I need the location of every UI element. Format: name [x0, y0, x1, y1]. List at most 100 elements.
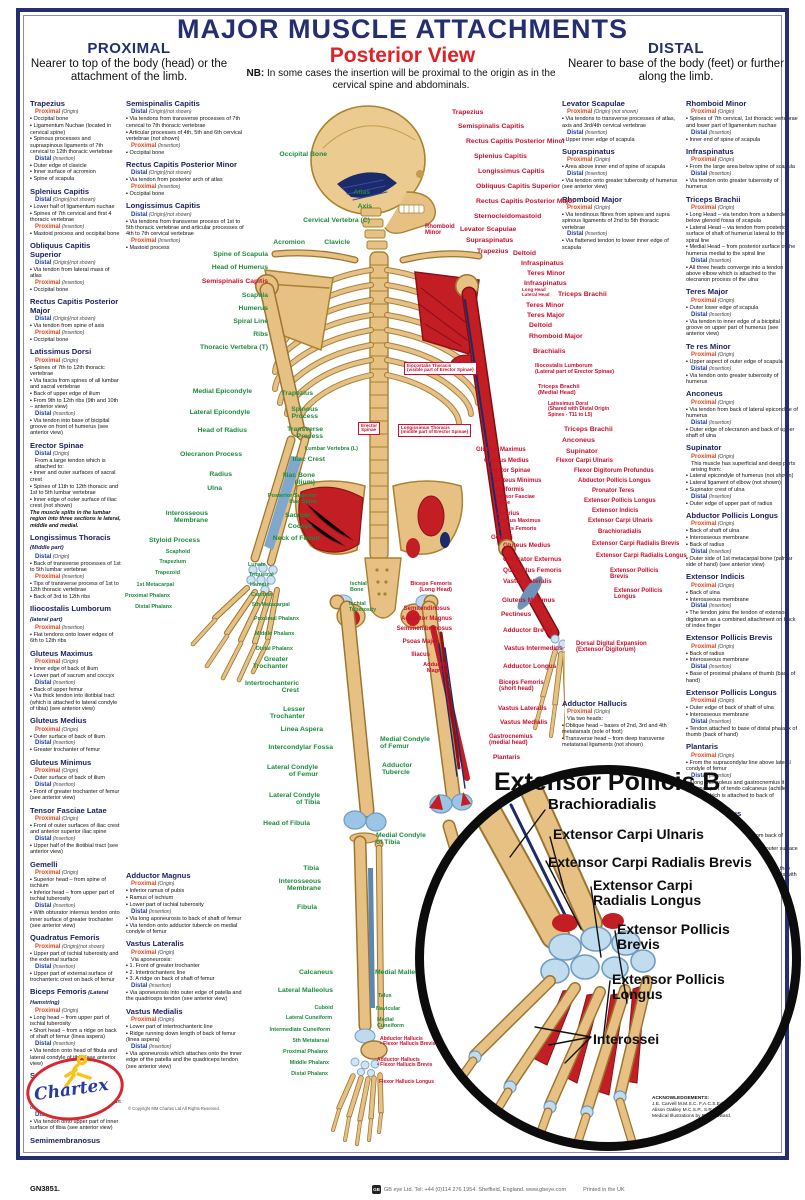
attachment-subnote: (Insertion): [51, 781, 76, 788]
distal-word: Distal: [35, 963, 52, 970]
diagram-label: Cervical Vertebra (C): [303, 217, 370, 224]
attachment-heading: Proximal (Origin): [691, 698, 798, 705]
attachment-subnote: (Insertion): [707, 171, 732, 177]
diagram-label: Greater Trochanter: [252, 656, 288, 671]
distal-word: Distal: [691, 772, 708, 779]
attachment-item: ▪ Outer edge of back of shaft of ulna: [686, 705, 774, 712]
brand-logo: Chartex © Copyright MM Chartex Ltd All R…: [22, 1051, 220, 1127]
proximal-word: Proximal: [691, 521, 717, 528]
acknowledgements: ACKNOWLEDGEMENTS:J.E. Carvell M.M.S.C. F…: [652, 1096, 792, 1120]
diagram-label: Occipital Bone: [279, 151, 327, 158]
muscle-name: Vastus Medialis: [126, 1006, 183, 1016]
attachment-subnote: (Insertion): [583, 231, 608, 238]
attachment-item: ▪ Inner surface of acromion: [30, 169, 96, 176]
muscle-name: Gluteus Maximus: [30, 648, 93, 658]
diagram-label: Ischial Tuberosity: [349, 601, 377, 613]
diagram-label: Lateral Epicondyle: [189, 409, 250, 416]
diagram-label: Cuboid: [314, 1005, 333, 1011]
diagram-label: Lateral Condyle of Tibia: [269, 792, 320, 807]
distal-word: Distal: [35, 196, 52, 203]
attachment-heading: Distal (Insertion): [691, 494, 798, 501]
attachment-item: ▪ Occipital bone: [30, 287, 69, 294]
attachment-item: ▪ Via tendon onto upper part of inner su…: [30, 1119, 119, 1132]
muscle-name: Levator Scapulae: [562, 100, 625, 108]
diagram-label: Biceps Femoris (Long Head): [410, 581, 452, 594]
diagram-label: Rectus Femoris: [496, 526, 537, 532]
attachment-heading: Proximal (Origin): [691, 157, 798, 164]
attachment-heading: Proximal (Origin): [35, 358, 122, 365]
attachment-subnote: (Origin)(not shown): [51, 196, 96, 203]
diagram-label: Lateral Cuneiform: [285, 1015, 332, 1021]
attachment-item: ▪ Via fascia from spines of all lumbar a…: [30, 377, 119, 391]
proximal-word: Proximal: [131, 238, 157, 245]
attachment-subnote: (Insertion): [707, 603, 732, 610]
diagram-label: Hamate: [250, 582, 270, 588]
attachment-heading: Proximal (Insertion): [35, 224, 122, 231]
proximal-word: Proximal: [35, 624, 61, 631]
distal-word: Distal: [35, 836, 52, 843]
attachment-subnote: (Insertion): [707, 129, 732, 136]
publisher-logo: GB: [372, 1185, 381, 1194]
proximal-word: Proximal: [567, 157, 593, 164]
distal-word: Distal: [131, 908, 148, 915]
attachment-heading: Distal (Insertion): [35, 411, 122, 418]
diagram-label: Longissimus Capitis: [478, 168, 545, 175]
attachment-item: ▪ Back of transverse processes of 1st to…: [30, 560, 121, 573]
proximal-word: Proximal: [691, 582, 717, 589]
diagram-label: Medial Epicondyle: [192, 388, 252, 395]
attachment-heading: Proximal (Origin): [691, 753, 798, 760]
attachment-item: ▪ Via tendon onto adductor tubercle on m…: [126, 922, 238, 935]
diagram-label: Spinous Process: [291, 406, 318, 421]
attachment-heading: Distal (Insertion): [35, 964, 122, 971]
attachment-item: ▪ Long head – from upper part of ischial…: [30, 1015, 110, 1028]
attachment-item: ▪ The tendon joins the tendon of extenso…: [686, 610, 796, 629]
attachment-subnote: (Insertion): [707, 664, 732, 671]
proximal-word: Proximal: [691, 351, 717, 358]
attachment-heading: Distal (Insertion): [35, 782, 122, 789]
muscle-tag: (Middle part): [30, 545, 64, 552]
distal-word: Distal: [691, 365, 708, 372]
proximal-word: Proximal: [35, 658, 61, 665]
muscle-name: Triceps Brachii: [686, 194, 741, 204]
attachment-item: ▪ Via tendon onto greater tuberosity of …: [686, 372, 779, 386]
diagram-label: Adductor Magnus: [401, 616, 452, 622]
attachment-item: ▪ Tips of transverse process of 1st to 1…: [30, 580, 119, 594]
muscle-name: Gluteus Medius: [30, 716, 87, 726]
nb-text: In some cases the insertion will be prox…: [264, 68, 556, 91]
inset-label: Extensor Carpi Radialis Brevis: [548, 854, 752, 870]
diagram-label: Medial Condyle of Tibia: [376, 832, 426, 847]
muscle-name: Splenius Capitis: [30, 186, 90, 196]
diagram-label: Proximal Phalanx: [283, 1049, 328, 1055]
diagram-label: Posterior Superior Iliac Spine: [267, 493, 317, 506]
diagram-label: Tibia: [303, 865, 319, 872]
muscle-name: Te res Minor: [686, 341, 731, 351]
attachment-heading: Distal (Origin)(not shown): [131, 170, 244, 177]
attachment-item: ▪ Inner end of spine of scapula: [686, 136, 761, 143]
diagram-label: Extensor Carpi Radialis Longus: [596, 553, 687, 559]
attachment-heading: Proximal (Origin): [691, 454, 798, 461]
attachment-heading: Proximal (Origin)(not shown): [35, 944, 122, 951]
attachment-subnote: (Insertion): [51, 1041, 76, 1048]
attachment-subnote: (Insertion): [707, 419, 732, 426]
diagram-label: Extensor Pollicis Longus: [584, 498, 656, 504]
proximal-word: Proximal: [35, 768, 61, 775]
attachment-heading: Proximal (Origin): [131, 950, 244, 957]
diagram-label: Teres Minor: [526, 302, 565, 309]
diagram-label: Vastus Medialis: [500, 719, 548, 726]
diagram-label: 1st Metacarpal: [136, 582, 174, 588]
inset-label: Extensor Pollicis Longus: [612, 971, 725, 1003]
diagram-label: Obturator Externus: [503, 556, 562, 563]
poster-title: MAJOR MUSCLE ATTACHMENTS: [177, 14, 628, 44]
inset-label: Extensor Pollicis Brevis: [617, 921, 730, 953]
attachment-item: ▪ Outer surface of back of ilium: [30, 775, 106, 782]
